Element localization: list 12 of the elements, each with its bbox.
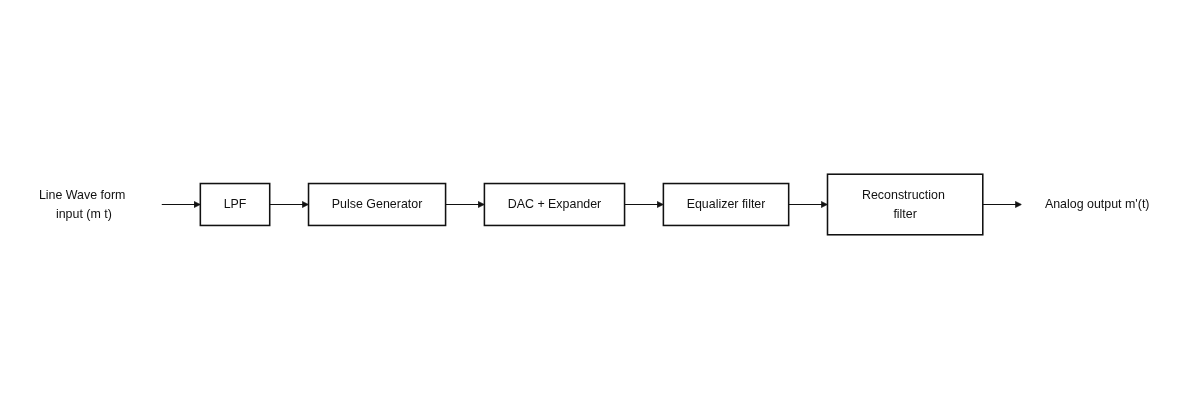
node-box: Equalizer filter <box>662 182 790 227</box>
arrow <box>788 201 828 208</box>
node-box: LPF <box>199 182 271 227</box>
arrow <box>982 201 1022 208</box>
arrow <box>445 201 485 208</box>
node-box: DAC + Expander <box>483 182 626 227</box>
node-box: Pulse Generator <box>307 182 447 227</box>
node-box: Reconstruction filter <box>826 173 984 236</box>
node-text: Analog output m'(t) <box>1044 197 1150 211</box>
arrow <box>269 201 309 208</box>
arrow <box>160 201 201 208</box>
node-text: Line Wave form input (m t) <box>38 188 126 221</box>
